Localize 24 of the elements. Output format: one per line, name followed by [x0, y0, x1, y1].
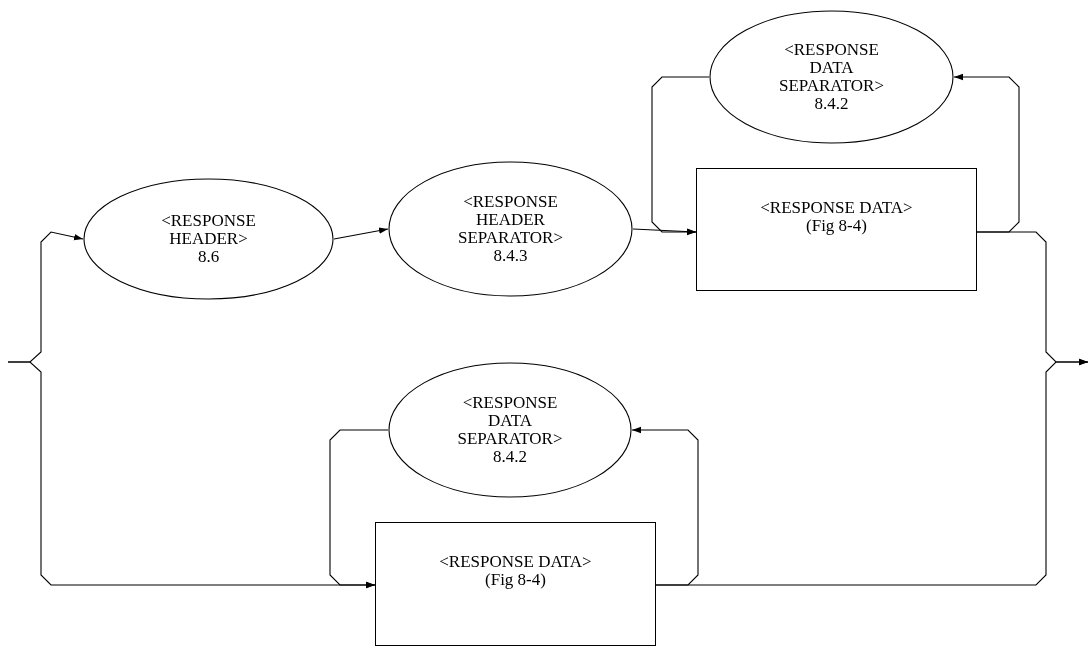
arrow: [651, 76, 710, 236]
process-box: [696, 168, 977, 291]
reference-number: (Fig 8-4): [806, 216, 867, 235]
node-label: <RESPONSE DATA SEPARATOR>: [778, 41, 885, 95]
arrow: [333, 227, 389, 240]
ellipse-node: [388, 161, 633, 297]
node-label: <RESPONSE HEADER>: [160, 212, 257, 248]
node-label: <RESPONSE HEADER SEPARATOR>: [457, 193, 564, 247]
node-label: <RESPONSE DATA>: [439, 553, 592, 571]
node-label: <RESPONSE DATA SEPARATOR>: [456, 394, 564, 448]
arrow: [953, 73, 1020, 233]
process-box: [375, 522, 656, 646]
ellipse-node: [83, 178, 334, 300]
node-label: <RESPONSE DATA>: [760, 198, 913, 217]
arrow: [655, 358, 1089, 586]
ellipse-node: [709, 10, 954, 144]
arrow: [631, 426, 699, 586]
reference-number: 8.4.3: [493, 247, 528, 265]
ellipse-node: [388, 362, 632, 498]
reference-number: 8.4.2: [493, 448, 527, 466]
reference-number: 8.4.2: [814, 95, 849, 113]
reference-number: (Fig 8-4): [485, 571, 546, 589]
reference-number: 8.6: [197, 248, 220, 266]
arrow: [329, 429, 389, 589]
